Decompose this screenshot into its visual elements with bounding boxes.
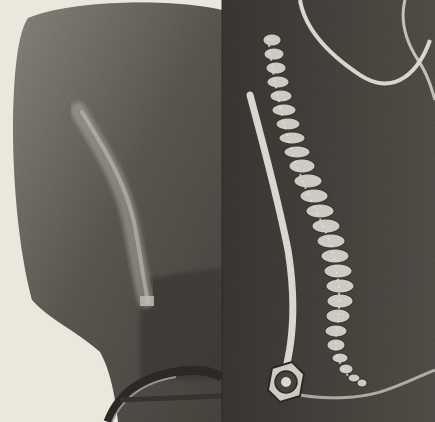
chair-knob xyxy=(268,362,304,402)
right-illustration-panel xyxy=(222,0,435,422)
chair-bracket xyxy=(140,296,154,306)
chair-seat-shadow xyxy=(140,268,222,380)
